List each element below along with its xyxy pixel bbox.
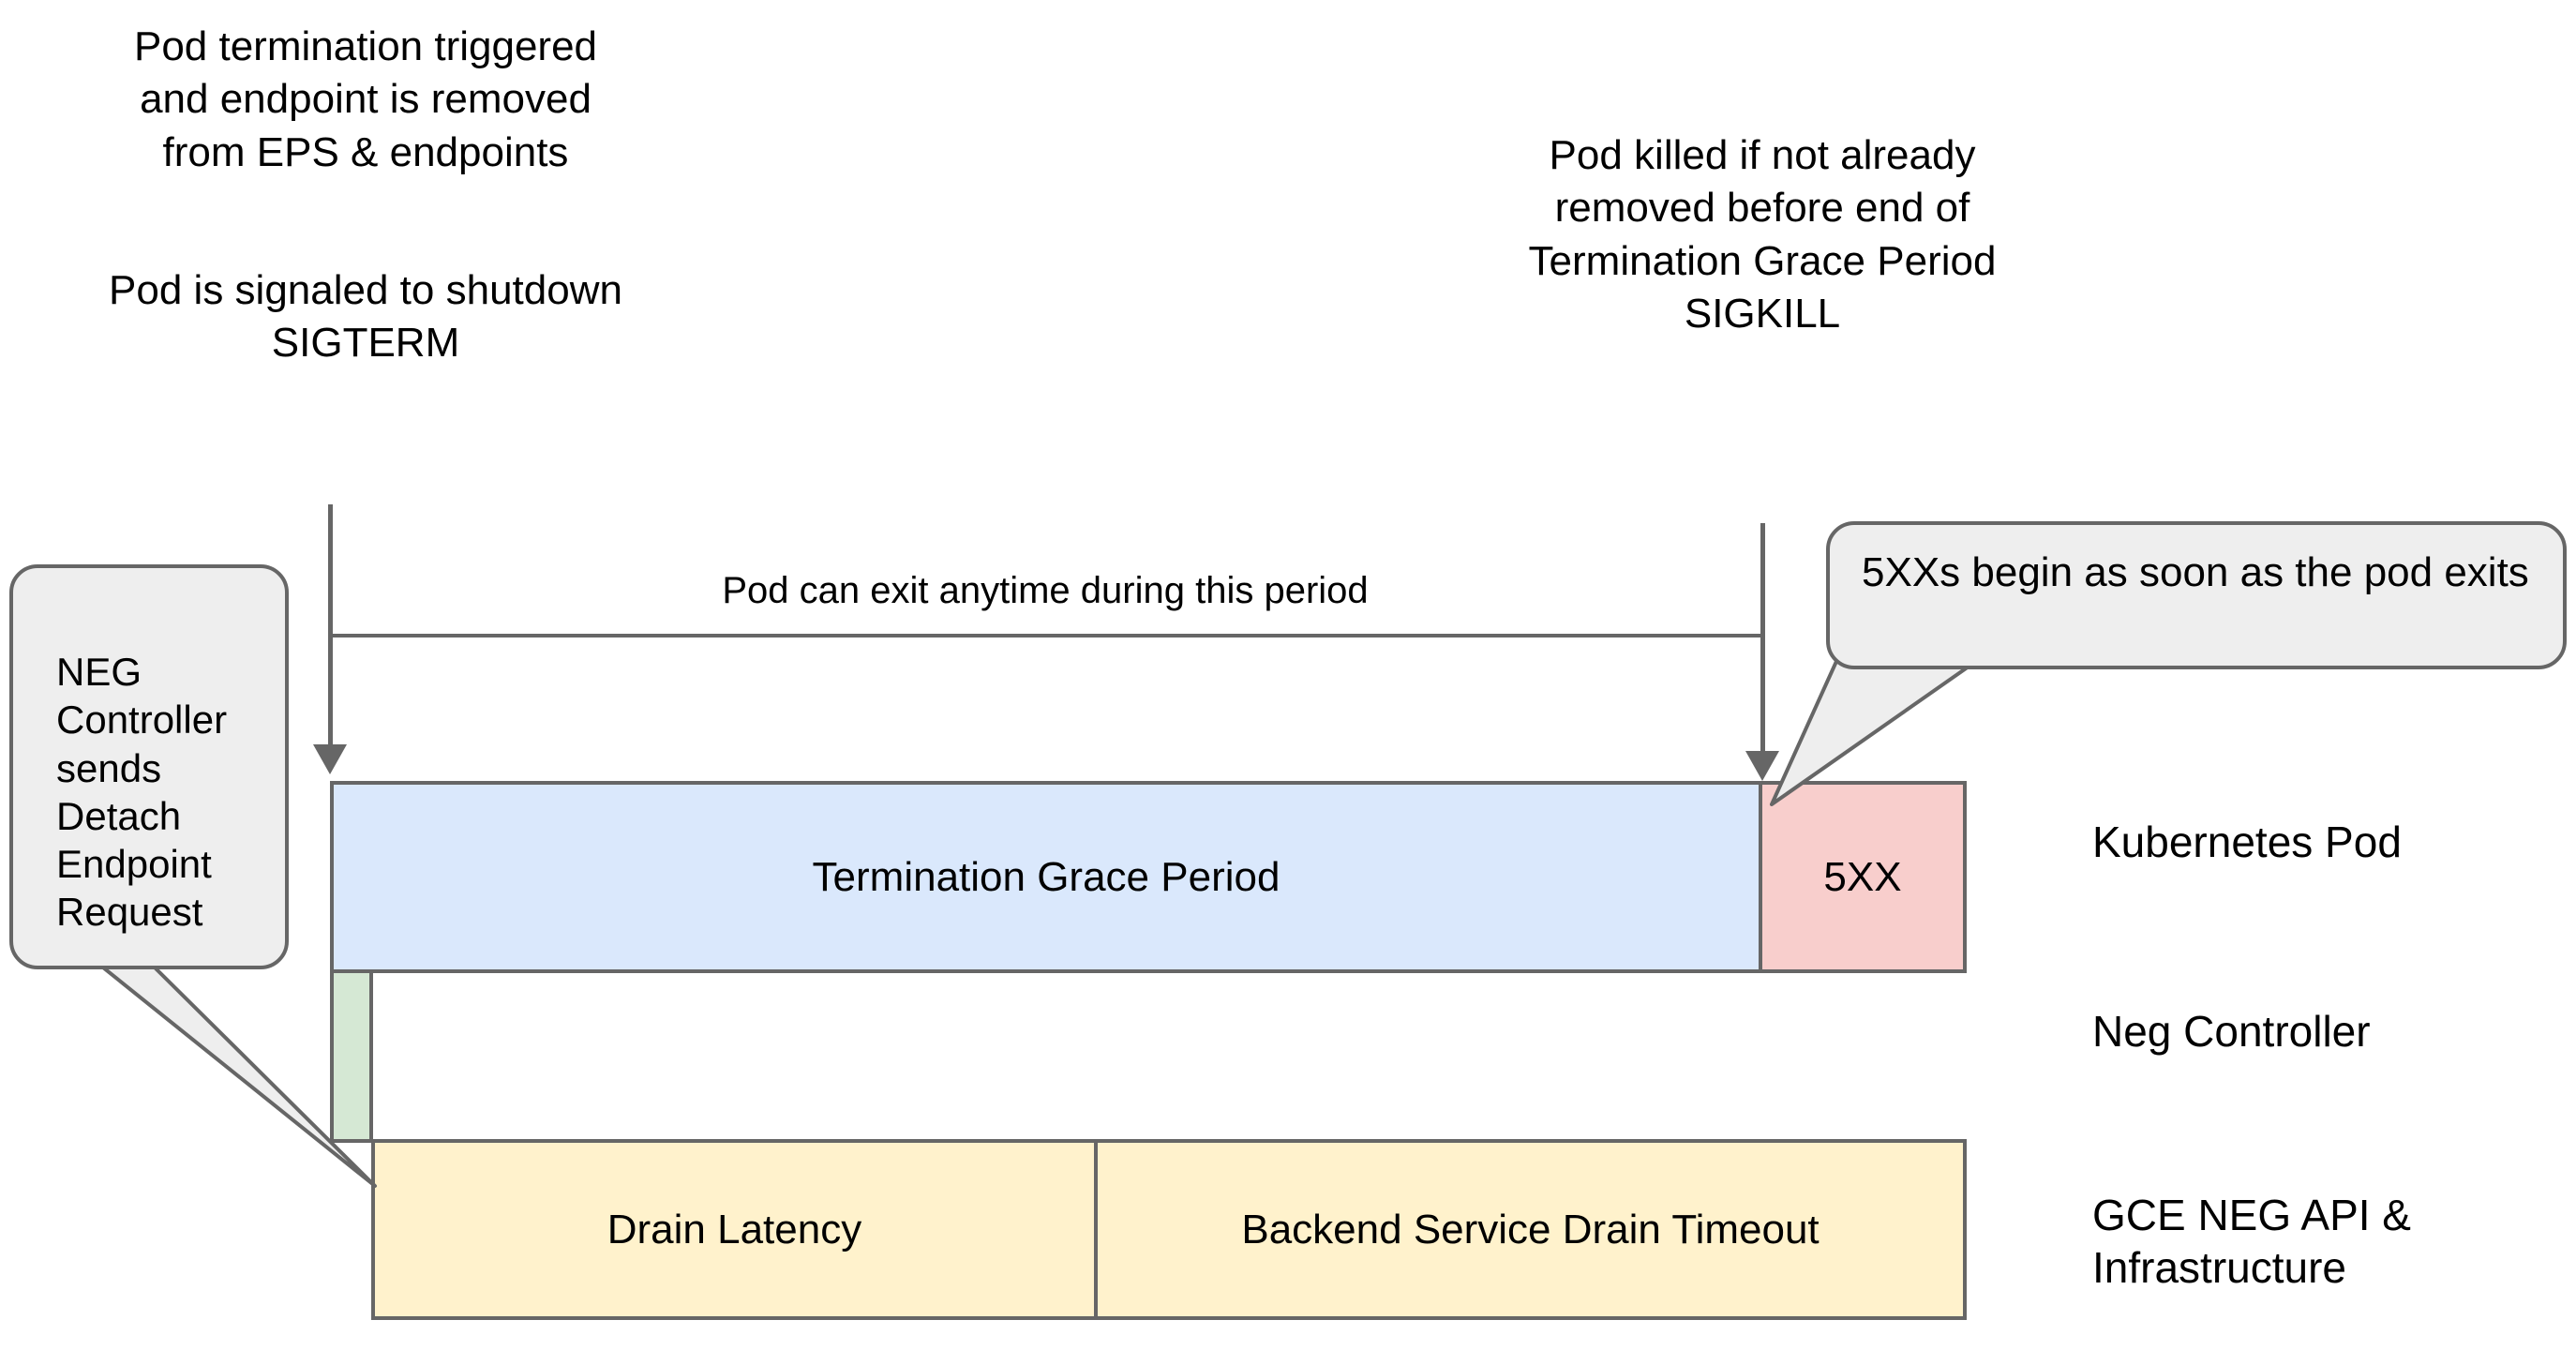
span-bracket-line (330, 634, 1760, 638)
bar-neg-detach[interactable] (330, 969, 373, 1143)
lane-label-gce-neg-api: GCE NEG API & Infrastructure (2092, 1191, 2411, 1293)
note-pod-termination-triggered: Pod termination triggered and endpoint i… (133, 23, 598, 175)
callout-five-xx[interactable]: 5XXs begin as soon as the pod exits (1826, 521, 2567, 669)
bar-backend-service-drain-timeout[interactable]: Backend Service Drain Timeout (1094, 1139, 1967, 1320)
bar-drain-latency[interactable]: Drain Latency (371, 1139, 1098, 1320)
lane-label-kubernetes-pod: Kubernetes Pod (2092, 818, 2402, 866)
bar-termination-grace-period[interactable]: Termination Grace Period (330, 781, 1762, 973)
arrow-head-icon (313, 744, 347, 774)
span-label-pod-can-exit: Pod can exit anytime during this period (722, 570, 1369, 611)
arrow-shaft (1760, 523, 1765, 753)
callout-five-xx-text: 5XXs begin as soon as the pod exits (1862, 549, 2529, 595)
lane-label-neg-controller: Neg Controller (2092, 1007, 2371, 1056)
callout-neg-controller-text: NEG Controller sends Detach Endpoint Req… (56, 650, 228, 935)
callout-neg-controller[interactable]: NEG Controller sends Detach Endpoint Req… (9, 564, 289, 969)
note-sigkill: Pod killed if not already removed before… (1528, 132, 1997, 337)
arrow-head-icon (1745, 751, 1779, 781)
bar-five-xx[interactable]: 5XX (1759, 781, 1967, 973)
note-sigterm: Pod is signaled to shutdown SIGTERM (109, 267, 622, 367)
arrow-shaft (328, 504, 333, 746)
